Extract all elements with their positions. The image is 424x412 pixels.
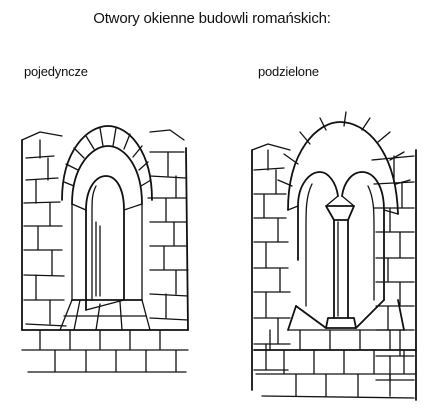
single-window-drawing	[22, 126, 188, 372]
divided-window-drawing	[252, 112, 416, 400]
